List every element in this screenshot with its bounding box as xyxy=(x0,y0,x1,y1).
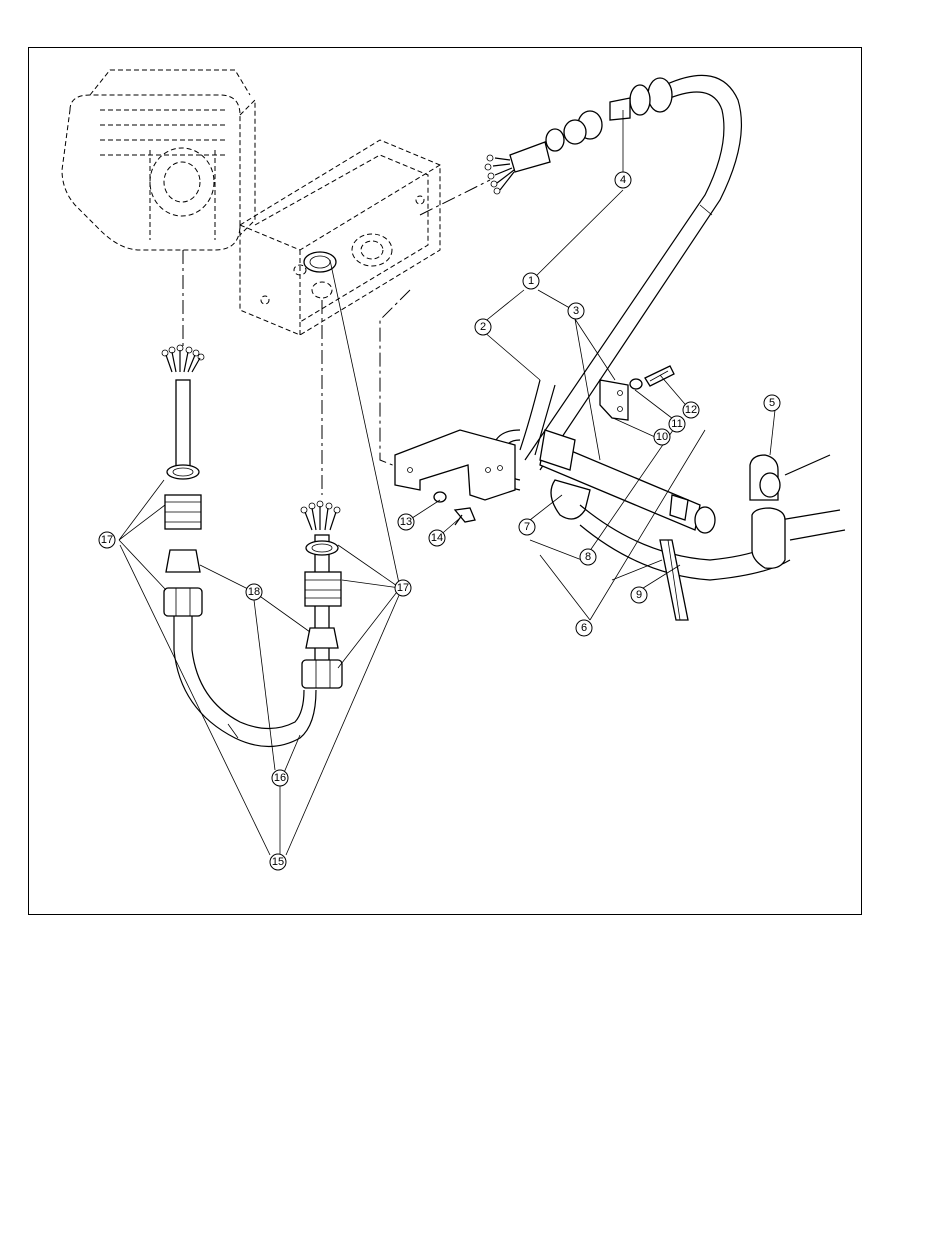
callout-13: 13 xyxy=(398,514,414,530)
callout-label: 7 xyxy=(524,521,530,533)
callout-16: 16 xyxy=(272,770,288,786)
callout-label: 17 xyxy=(397,582,409,594)
callout-label: 12 xyxy=(685,404,697,416)
motor-housing-phantom xyxy=(62,70,255,250)
centerline-right-cable xyxy=(420,180,490,215)
callout-5: 5 xyxy=(764,395,780,411)
callout-label: 15 xyxy=(272,856,284,868)
callout-label: 6 xyxy=(581,622,587,634)
callout-label: 1 xyxy=(528,275,534,287)
left-cable-assembly xyxy=(162,345,204,616)
callout-4: 4 xyxy=(615,172,631,188)
callout-18: 18 xyxy=(246,584,262,600)
center-cable-assembly xyxy=(301,501,342,688)
callout-6: 6 xyxy=(576,620,592,636)
conduit-fitting-top xyxy=(304,252,336,272)
callout-label: 17 xyxy=(101,534,113,546)
flexible-conduit xyxy=(174,616,316,747)
callout-17-right: 17 xyxy=(395,580,411,596)
callout-label: 10 xyxy=(656,431,668,443)
callout-14: 14 xyxy=(429,530,445,546)
callout-10: 10 xyxy=(654,429,670,445)
callout-label: 18 xyxy=(248,586,260,598)
callout-label: 5 xyxy=(769,397,775,409)
callout-label: 16 xyxy=(274,772,286,784)
callout-17-left: 17 xyxy=(99,532,115,548)
callout-label: 3 xyxy=(573,305,579,317)
callout-3: 3 xyxy=(568,303,584,319)
callout-label: 14 xyxy=(431,532,443,544)
leader-lines xyxy=(119,110,775,855)
callout-15: 15 xyxy=(270,854,286,870)
callout-9: 9 xyxy=(631,587,647,603)
callout-12: 12 xyxy=(683,402,699,418)
callout-8: 8 xyxy=(580,549,596,565)
callout-2: 2 xyxy=(475,319,491,335)
centerline-bracket xyxy=(380,290,410,470)
callout-7: 7 xyxy=(519,519,535,535)
callout-1: 1 xyxy=(523,273,539,289)
callout-label: 8 xyxy=(585,551,591,563)
callout-label: 9 xyxy=(636,589,642,601)
callout-label: 2 xyxy=(480,321,486,333)
callout-11: 11 xyxy=(669,416,685,432)
callout-label: 11 xyxy=(671,418,682,430)
callout-label: 13 xyxy=(400,516,412,528)
callout-label: 4 xyxy=(620,174,626,186)
